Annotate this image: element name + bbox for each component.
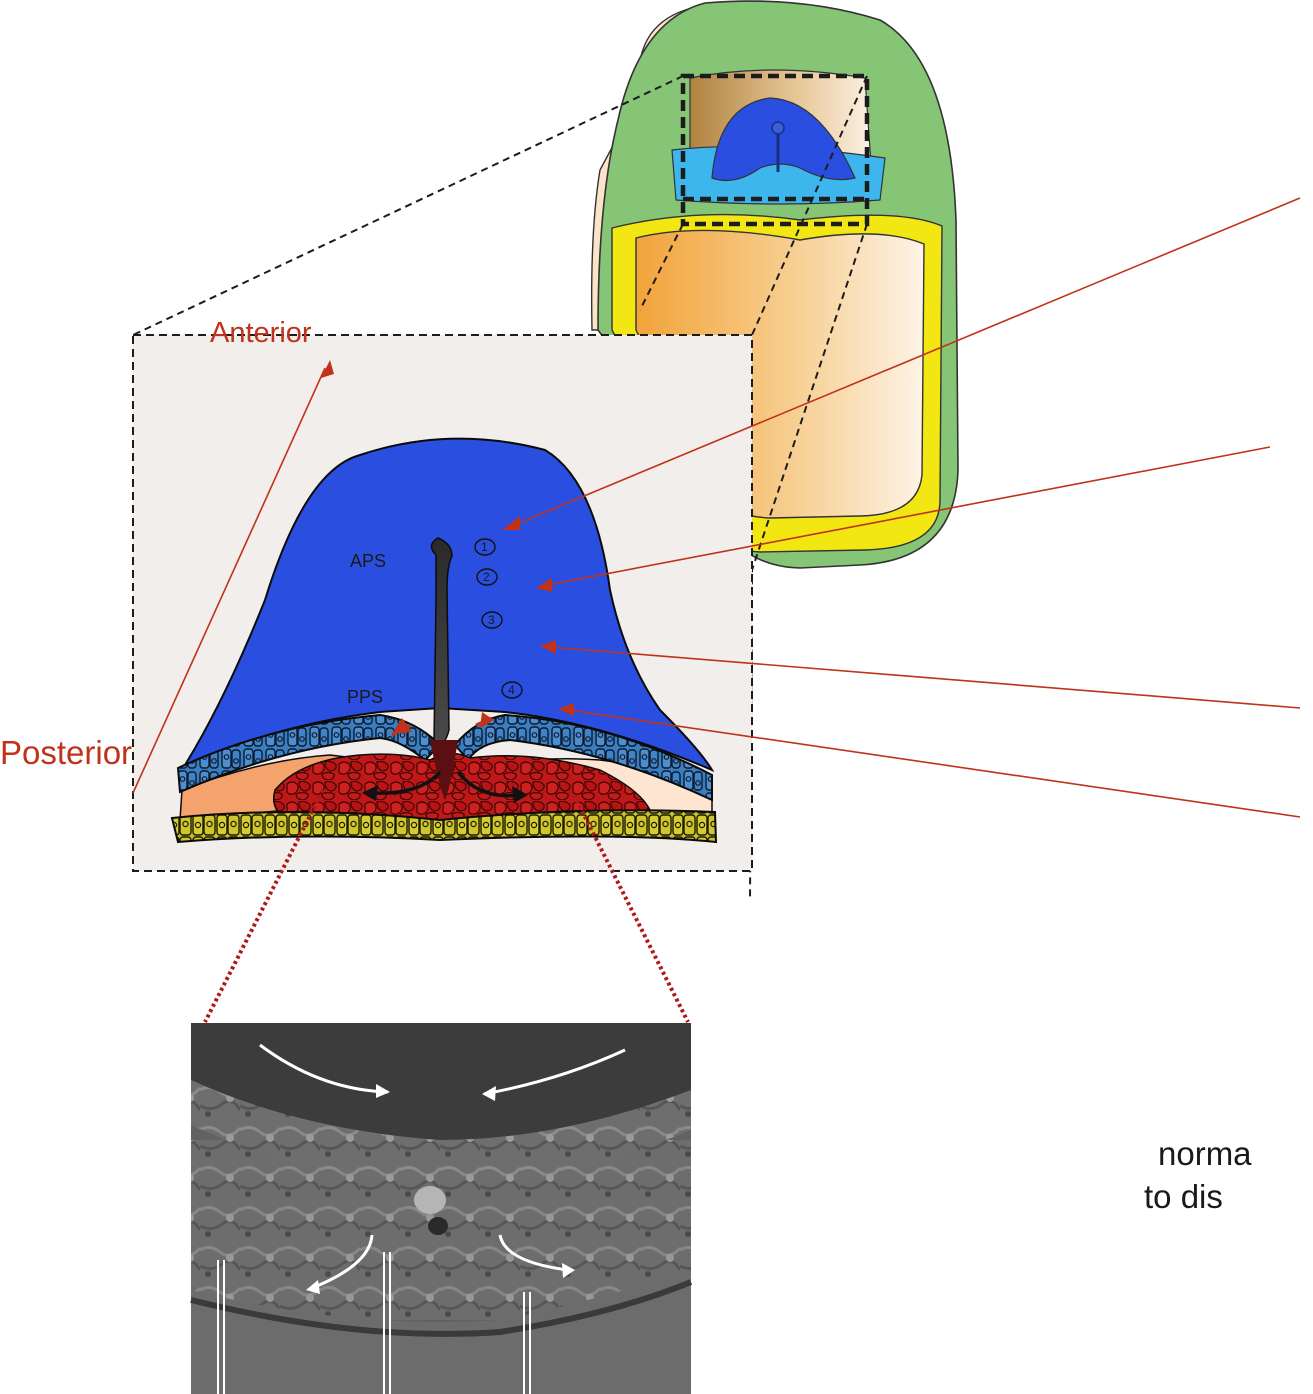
marker-2-label: 2 (483, 571, 490, 583)
marker-1-label: 1 (481, 541, 488, 553)
pps-label: PPS (347, 688, 383, 706)
caption-line-2: to dis (1144, 1180, 1223, 1213)
caption-line-1: norma (1158, 1137, 1252, 1170)
marker-3-label: 3 (488, 614, 495, 626)
marker-4-label: 4 (508, 684, 515, 696)
posterior-label: Posterior (0, 736, 132, 769)
sem-micrograph (191, 1023, 691, 1394)
aps-label: APS (350, 552, 386, 570)
anterior-label: Anterior (210, 319, 312, 348)
